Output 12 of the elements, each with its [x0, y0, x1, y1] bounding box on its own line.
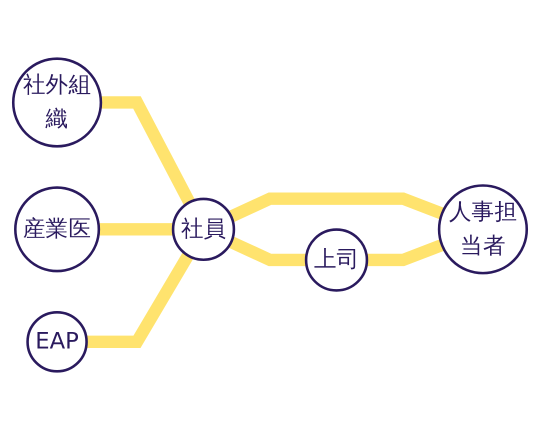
node-circle: 産業医 — [14, 186, 100, 272]
connector — [98, 223, 174, 236]
node-circle: EAP — [26, 311, 88, 373]
node-circle: 人事担当者 — [438, 184, 528, 274]
connector — [86, 252, 194, 348]
connector — [366, 239, 444, 266]
node-circle: 社員 — [172, 198, 236, 262]
node-circle: 社外組織 — [12, 57, 102, 148]
connector — [100, 96, 195, 206]
connector — [228, 192, 444, 222]
node-circle: 上司 — [304, 228, 368, 292]
connector — [228, 236, 306, 266]
